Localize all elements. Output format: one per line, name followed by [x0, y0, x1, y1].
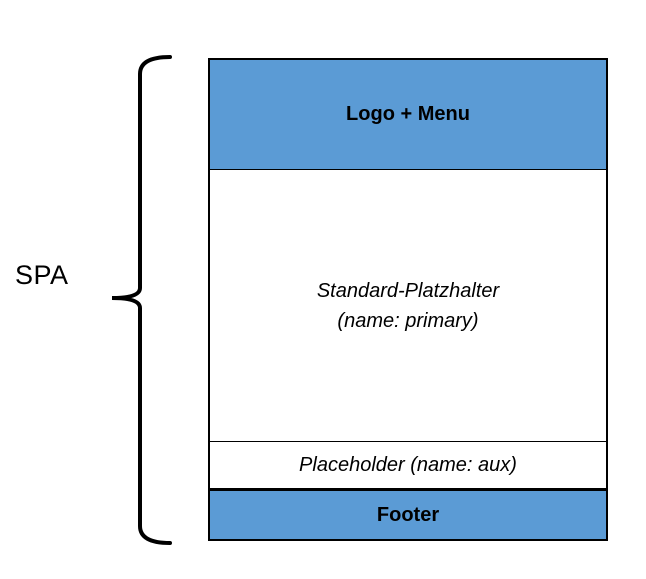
primary-placeholder-section: Standard-Platzhalter (name: primary) — [210, 170, 606, 441]
primary-placeholder-name: (name: primary) — [337, 309, 479, 332]
footer-section: Footer — [210, 488, 606, 539]
header-section: Logo + Menu — [210, 60, 606, 170]
footer-label: Footer — [376, 503, 440, 526]
header-label: Logo + Menu — [346, 103, 470, 125]
spa-label: SPA — [15, 260, 69, 290]
curly-brace — [111, 55, 172, 545]
aux-placeholder-section: Placeholder (name: aux) — [210, 441, 606, 488]
aux-placeholder-label: Placeholder (name: aux) — [299, 453, 517, 476]
page-frame: Logo + Menu Standard-Platzhalter (name: … — [208, 58, 608, 541]
primary-placeholder-title: Standard-Platzhalter — [316, 279, 500, 302]
